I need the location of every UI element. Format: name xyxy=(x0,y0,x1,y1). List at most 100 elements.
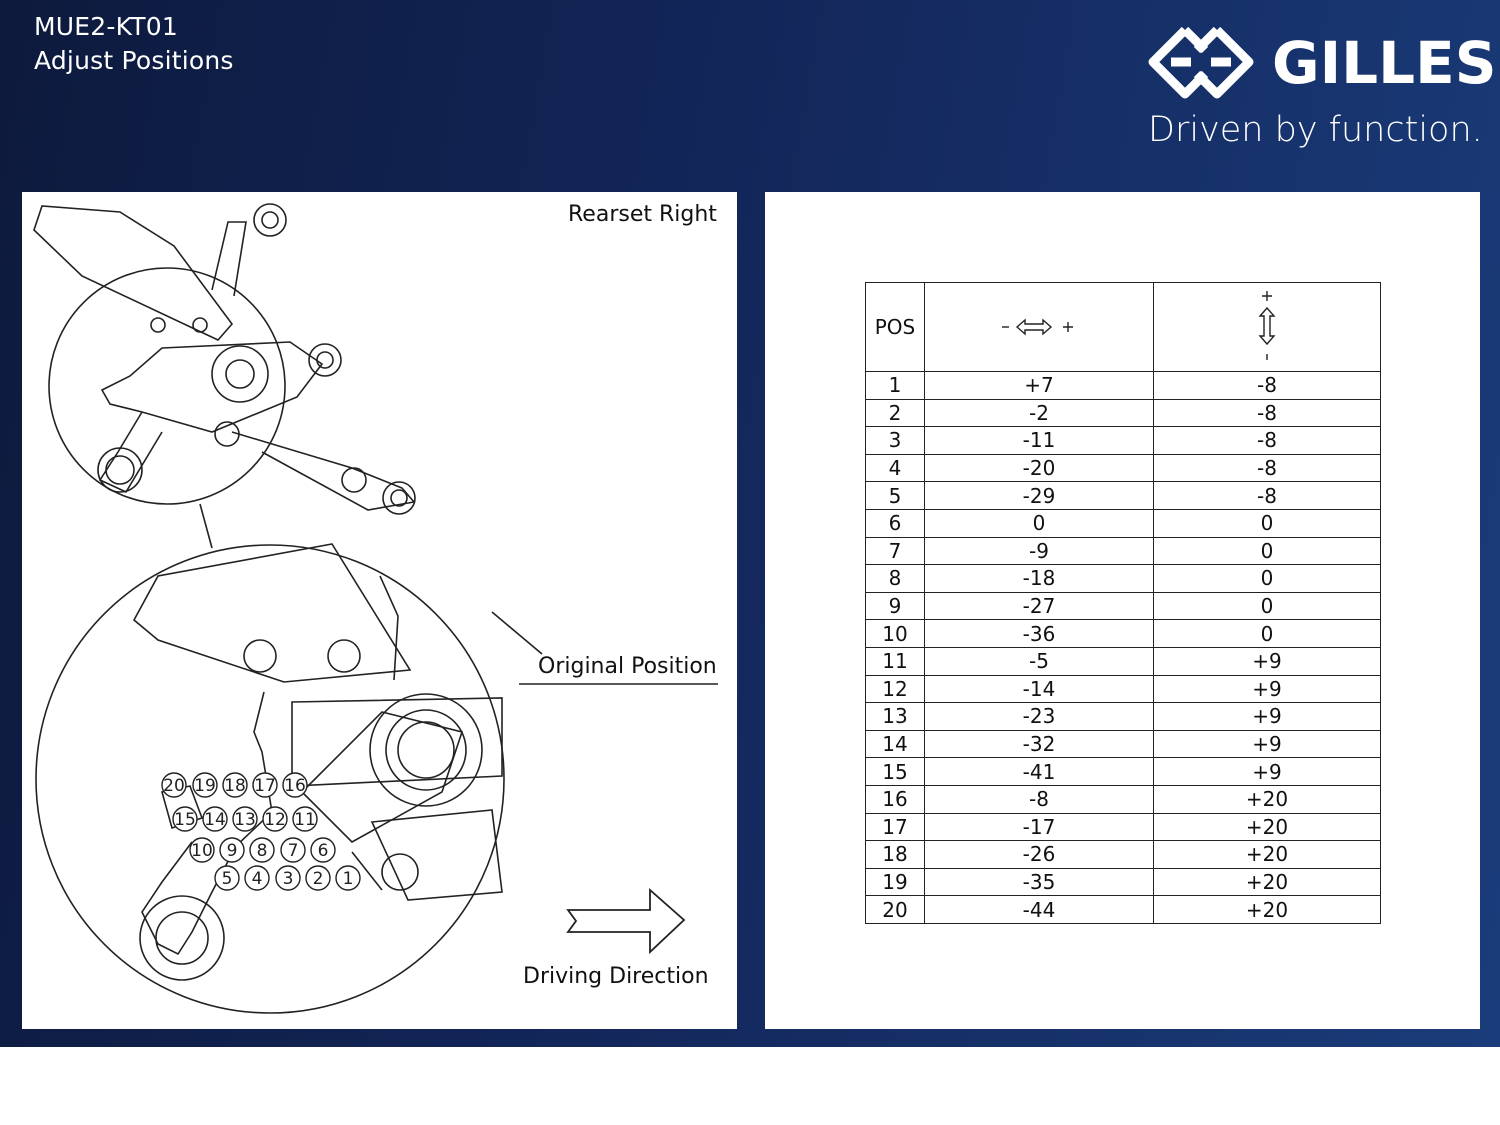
cell-vertical: -8 xyxy=(1153,453,1381,483)
table-row: 13-23+9 xyxy=(865,702,1381,731)
brand-name: GILLES xyxy=(1272,29,1497,97)
cell-pos: 14 xyxy=(865,729,925,759)
hole-circle xyxy=(262,806,288,832)
cell-pos: 19 xyxy=(865,867,925,897)
cell-vertical: +20 xyxy=(1153,867,1381,897)
hole-number: 17 xyxy=(254,776,276,796)
hole-number: 13 xyxy=(234,810,256,830)
document-title: MUE2-KT01 Adjust Positions xyxy=(34,10,234,78)
table-row: 4-20-8 xyxy=(865,453,1381,483)
cell-vertical: +20 xyxy=(1153,840,1381,869)
hole-number: 2 xyxy=(313,869,324,889)
cell-pos: 8 xyxy=(865,564,925,593)
cell-horizontal: -2 xyxy=(924,398,1154,428)
table-row: 2-2-8 xyxy=(865,398,1381,428)
hole-circle xyxy=(192,772,218,798)
hole-circle xyxy=(310,837,336,863)
right-arrow-icon xyxy=(566,888,686,955)
table-row: 16-8+20 xyxy=(865,784,1381,814)
original-position-label: Original Position xyxy=(538,654,717,679)
cell-pos: 15 xyxy=(865,757,925,786)
cell-vertical: +20 xyxy=(1153,895,1381,924)
cell-pos: 4 xyxy=(865,453,925,483)
page-subtitle: Adjust Positions xyxy=(34,46,234,75)
cell-pos: 17 xyxy=(865,812,925,842)
side-label: Rearset Right xyxy=(568,202,717,227)
table-row: 19-35+20 xyxy=(865,867,1381,897)
cell-horizontal: -27 xyxy=(924,591,1154,621)
cell-pos: 2 xyxy=(865,398,925,428)
hole-number: 14 xyxy=(204,810,226,830)
table-row: 12-14+9 xyxy=(865,674,1381,704)
cell-vertical: -8 xyxy=(1153,426,1381,455)
table-row: 18-26+20 xyxy=(865,840,1381,869)
cell-pos: 12 xyxy=(865,674,925,704)
part-number: MUE2-KT01 xyxy=(34,12,178,41)
hole-number: 15 xyxy=(174,810,196,830)
cell-horizontal: -29 xyxy=(924,481,1154,510)
horizontal-minus-plus-arrow-icon xyxy=(1002,318,1073,336)
hole-number: 8 xyxy=(257,841,268,861)
cell-horizontal: -36 xyxy=(924,619,1154,648)
hole-circle xyxy=(335,865,361,891)
cell-vertical: -8 xyxy=(1153,371,1381,400)
hole-circle xyxy=(244,865,270,891)
cell-pos: 18 xyxy=(865,840,925,869)
table-row: 5-29-8 xyxy=(865,481,1381,510)
cell-vertical: 0 xyxy=(1153,564,1381,593)
hole-circle xyxy=(219,837,245,863)
table-row: 14-32+9 xyxy=(865,729,1381,759)
table-header-row: POS xyxy=(865,282,1381,372)
hole-number: 7 xyxy=(288,841,299,861)
table-panel: POS xyxy=(765,192,1480,1029)
hole-number: 16 xyxy=(284,776,306,796)
table-row: 11-5+9 xyxy=(865,646,1381,676)
hole-circle xyxy=(172,806,198,832)
hole-circle xyxy=(214,865,240,891)
cell-horizontal: +7 xyxy=(924,371,1154,400)
hole-circle xyxy=(232,806,258,832)
hole-number: 9 xyxy=(227,841,238,861)
hole-number: 6 xyxy=(318,841,329,861)
hole-number: 12 xyxy=(264,810,286,830)
cell-pos: 1 xyxy=(865,371,925,400)
hole-circle xyxy=(189,837,215,863)
table-row: 20-44+20 xyxy=(865,895,1381,924)
cell-horizontal: -17 xyxy=(924,812,1154,842)
hole-number: 19 xyxy=(194,776,216,796)
cell-vertical: +20 xyxy=(1153,784,1381,814)
cell-vertical: -8 xyxy=(1153,481,1381,510)
cell-horizontal: -20 xyxy=(924,453,1154,483)
cell-vertical: +9 xyxy=(1153,646,1381,676)
brand-tagline: Driven by function. xyxy=(1148,110,1483,150)
hole-circle xyxy=(249,837,275,863)
hole-number: 10 xyxy=(191,841,213,861)
hole-circle xyxy=(282,772,308,798)
cell-pos: 3 xyxy=(865,426,925,455)
cell-pos: 5 xyxy=(865,481,925,510)
header-pos: POS xyxy=(865,282,925,372)
cell-vertical: 0 xyxy=(1153,536,1381,566)
cell-horizontal: -8 xyxy=(924,784,1154,814)
cell-pos: 11 xyxy=(865,646,925,676)
cell-horizontal: -23 xyxy=(924,702,1154,731)
header-vertical xyxy=(1153,282,1381,372)
cell-vertical: 0 xyxy=(1153,591,1381,621)
cell-horizontal: -5 xyxy=(924,646,1154,676)
hole-number: 4 xyxy=(252,869,263,889)
cell-pos: 9 xyxy=(865,591,925,621)
gilles-emblem-icon xyxy=(1148,26,1254,99)
cell-horizontal: -32 xyxy=(924,729,1154,759)
table-row: 1+7-8 xyxy=(865,371,1381,400)
table-row: 15-41+9 xyxy=(865,757,1381,786)
cell-vertical: -8 xyxy=(1153,398,1381,428)
hole-circle xyxy=(292,806,318,832)
cell-vertical: +9 xyxy=(1153,729,1381,759)
